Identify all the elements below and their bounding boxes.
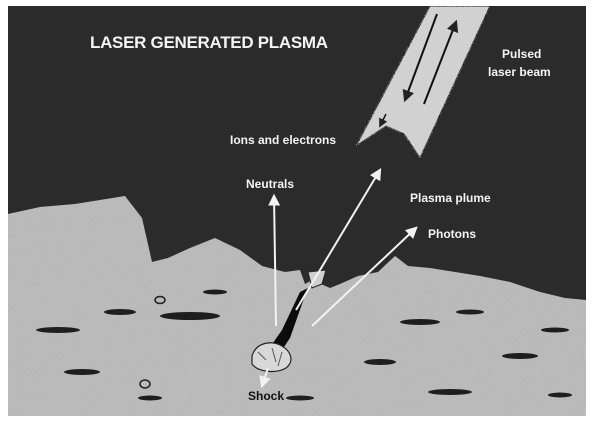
diagram-title: LASER GENERATED PLASMA <box>90 33 328 52</box>
label-pulsed: Pulsed <box>502 47 541 61</box>
label-ions-electrons: Ions and electrons <box>230 133 336 147</box>
label-photons: Photons <box>428 227 476 241</box>
label-laser-beam: laser beam <box>488 65 551 79</box>
label-shock: Shock <box>248 389 284 403</box>
label-neutrals: Neutrals <box>246 177 294 191</box>
label-plasma-plume: Plasma plume <box>410 191 491 205</box>
